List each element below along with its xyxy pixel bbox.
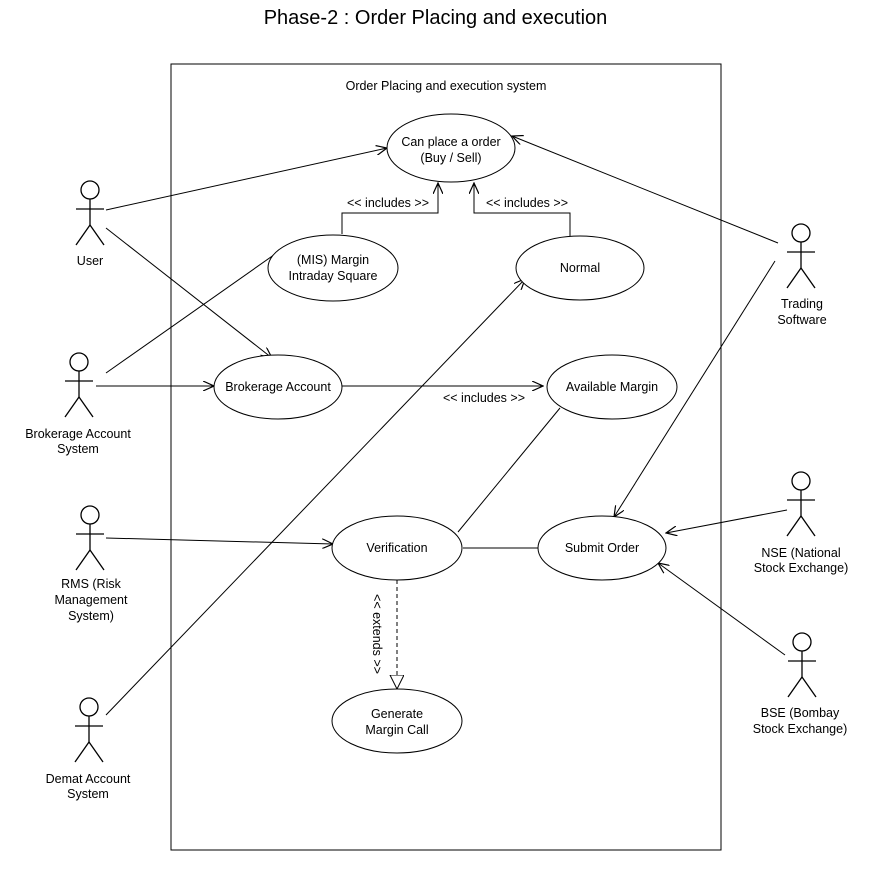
use-case-label: Brokerage Account [225, 380, 331, 394]
includes-label-margin: << includes >> [443, 391, 525, 405]
use-case-label: Margin Call [365, 723, 428, 737]
actor-nse-icon[interactable] [786, 471, 816, 537]
trading-software-to-submit-order [614, 260, 776, 517]
use-case-verification[interactable]: Verification [331, 515, 463, 581]
user-to-place-order [105, 148, 387, 211]
user-to-brokerage-account [105, 227, 272, 358]
system-label: Order Placing and execution system [346, 79, 547, 93]
use-case-label: Can place a order [401, 135, 500, 149]
use-case-label: Intraday Square [289, 269, 378, 283]
actor-brokerage-system-label: Brokerage Account [25, 427, 131, 441]
actor-nse-label: Stock Exchange) [754, 561, 849, 575]
relations [96, 136, 788, 716]
actor-rms-label: RMS (Risk [61, 577, 121, 591]
actor-nse-label: NSE (National [761, 546, 840, 560]
use-case-label: Verification [366, 541, 427, 555]
use-case-label: Generate [371, 707, 423, 721]
actor-rms-label: System) [68, 609, 114, 623]
use-case-label: Available Margin [566, 380, 658, 394]
includes-label-normal: << includes >> [486, 196, 568, 210]
actor-user-icon[interactable] [75, 180, 105, 246]
use-case-place-order[interactable]: Can place a order (Buy / Sell) [386, 113, 516, 183]
use-case-label: Normal [560, 261, 600, 275]
use-case-mis-margin[interactable]: (MIS) Margin Intraday Square [267, 234, 399, 302]
extends-label: << extends >> [370, 594, 384, 674]
use-case-label: (MIS) Margin [297, 253, 369, 267]
verification-to-available-margin [457, 407, 561, 533]
actor-rms-label: Management [55, 593, 128, 607]
actor-rms-icon[interactable] [75, 505, 105, 571]
actor-user-label: User [77, 254, 103, 268]
use-case-label: Submit Order [565, 541, 639, 555]
actor-bse-icon[interactable] [787, 632, 817, 698]
use-case-submit-order[interactable]: Submit Order [537, 515, 667, 581]
actor-trading-software-icon[interactable] [786, 223, 816, 289]
nse-to-submit-order [666, 509, 788, 533]
actor-brokerage-system-label: System [57, 442, 99, 456]
actor-demat-icon[interactable] [74, 697, 104, 763]
actor-brokerage-system-icon[interactable] [64, 352, 94, 418]
actor-demat-label: System [67, 787, 109, 801]
brokerage-system-to-mis [105, 244, 289, 374]
diagram-title: Phase-2 : Order Placing and execution [263, 7, 608, 29]
actor-trading-software-label: Software [777, 313, 826, 327]
use-case-brokerage-account[interactable]: Brokerage Account [213, 354, 343, 420]
actor-demat-label: Demat Account [46, 772, 131, 786]
normal-includes-place-order [474, 183, 571, 237]
rms-to-verification [105, 537, 333, 544]
mis-includes-place-order [341, 183, 438, 234]
actor-bse-label: Stock Exchange) [753, 722, 848, 736]
system-boundary [170, 63, 722, 851]
use-case-label: (Buy / Sell) [420, 151, 481, 165]
trading-software-to-place-order [512, 136, 779, 244]
actor-trading-software-label: Trading [781, 297, 823, 311]
use-case-available-margin[interactable]: Available Margin [546, 354, 678, 420]
use-case-normal[interactable]: Normal [515, 235, 645, 301]
demat-to-normal [105, 279, 525, 716]
use-case-margin-call[interactable]: Generate Margin Call [331, 688, 463, 754]
actor-bse-label: BSE (Bombay [761, 706, 840, 720]
includes-label-mis: << includes >> [347, 196, 429, 210]
bse-to-submit-order [658, 563, 786, 656]
